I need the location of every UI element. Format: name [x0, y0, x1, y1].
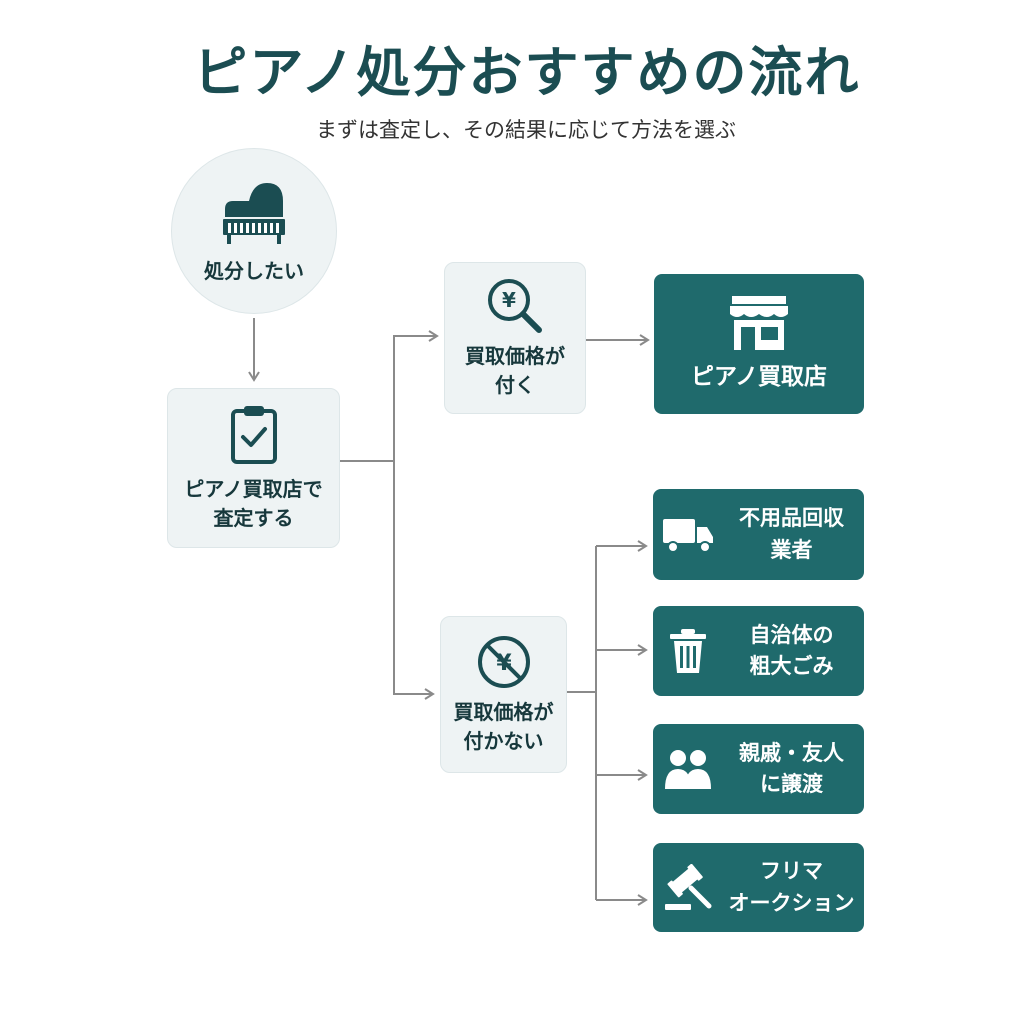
node-flea: フリマ オークション [653, 843, 864, 932]
truck-icon [657, 515, 719, 555]
trash-icon [657, 627, 719, 675]
gavel-icon [657, 863, 719, 912]
node-start: 処分したい [171, 148, 337, 314]
node-bulky-label-1: 自治体の [749, 622, 834, 647]
node-unpriced-label-2: 付かない [463, 728, 544, 753]
svg-text:¥: ¥ [502, 288, 516, 312]
node-flea-label-2: オークション [728, 890, 855, 915]
node-priced-label-2: 付く [495, 373, 535, 397]
yen-prohibited-icon: ¥ [476, 634, 532, 690]
page-subtitle: まずは査定し、その結果に応じて方法を選ぶ [316, 118, 736, 142]
node-shop: ピアノ買取店 [654, 274, 864, 414]
page-title: ピアノ処分おすすめの流れ [193, 41, 861, 104]
node-priced: ¥ 買取価格が 付く [444, 262, 586, 414]
node-relatives-label-2: に譲渡 [760, 772, 823, 796]
piano-icon [219, 179, 289, 245]
node-assess: ピアノ買取店で 査定する [167, 388, 340, 548]
store-icon [728, 294, 790, 352]
node-collector: 不用品回収 業者 [653, 489, 864, 580]
svg-text:¥: ¥ [496, 651, 512, 676]
node-collector-label-1: 不用品回収 [739, 506, 844, 530]
node-unpriced: ¥ 買取価格が 付かない [440, 616, 567, 773]
arrow-unpriced-to-options [567, 546, 597, 693]
node-assess-label-2: 査定する [213, 506, 294, 530]
node-unpriced-label-1: 買取価格が [453, 699, 554, 724]
node-flea-label-1: フリマ [760, 859, 823, 883]
node-start-label: 処分したい [204, 258, 304, 283]
node-relatives: 親戚・友人 に譲渡 [653, 724, 864, 814]
node-bulky-label-2: 粗大ごみ [749, 654, 834, 678]
clipboard-check-icon [229, 403, 279, 465]
node-shop-label: ピアノ買取店 [691, 363, 827, 390]
node-relatives-label-1: 親戚・友人 [739, 740, 844, 765]
node-bulky: 自治体の 粗大ごみ [653, 606, 864, 696]
arrow-assess-to-unpriced [393, 461, 435, 700]
people-icon [657, 747, 719, 791]
node-assess-label-1: ピアノ買取店で [184, 477, 323, 501]
node-priced-label-1: 買取価格が [465, 344, 565, 368]
yen-search-icon: ¥ [485, 276, 545, 334]
node-collector-label-2: 業者 [770, 537, 813, 562]
arrow-assess-to-priced [340, 330, 439, 462]
